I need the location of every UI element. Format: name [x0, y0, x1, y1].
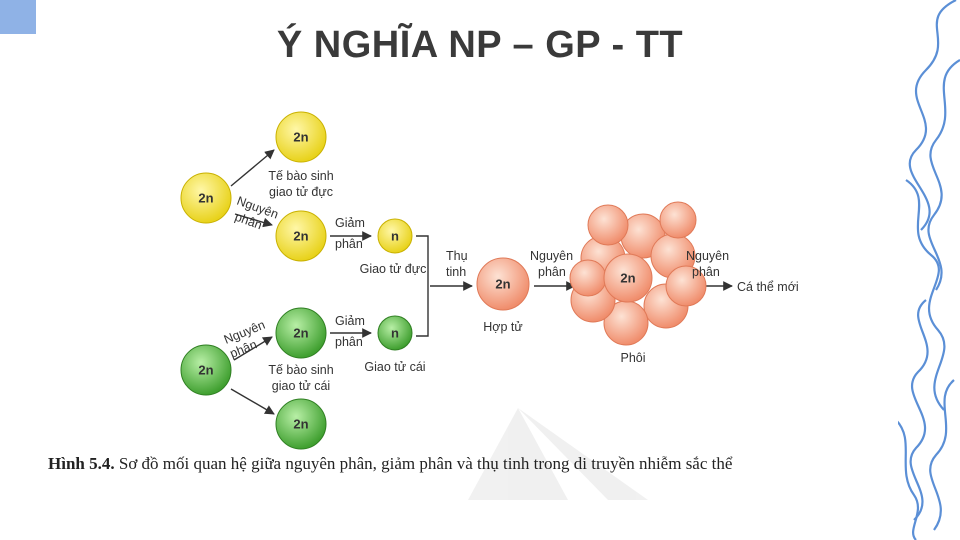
- female-germ-cell: 2n: [275, 307, 327, 359]
- arrow-male-to-mid: [234, 213, 273, 228]
- zygote-cell: 2n: [476, 257, 530, 311]
- svg-text:2n: 2n: [198, 191, 213, 206]
- embryo-cluster: 2n: [569, 201, 707, 346]
- female-germ-cell-label-1: Tế bào sinh: [268, 363, 333, 377]
- fertilization-bracket: [416, 235, 429, 337]
- female-gamete-label: Giao tử cái: [364, 360, 425, 374]
- zygote-mitosis-label-2: phân: [538, 265, 566, 279]
- male-meiosis-label-1: Giảm: [335, 216, 365, 230]
- female-cell-bottom: 2n: [275, 398, 327, 450]
- zygote-label: Hợp tử: [483, 320, 523, 334]
- svg-text:2n: 2n: [495, 277, 510, 292]
- embryo-mitosis-label-1: Nguyên: [686, 249, 729, 263]
- female-meiosis-label-2: phân: [335, 335, 363, 349]
- svg-text:2n: 2n: [293, 130, 308, 145]
- female-cell-parent: 2n: [180, 344, 232, 396]
- male-gamete: n: [377, 218, 413, 254]
- svg-text:2n: 2n: [293, 417, 308, 432]
- embryo-label: Phôi: [620, 351, 645, 365]
- female-gamete: n: [377, 315, 413, 351]
- male-germ-cell-label-2: giao tử đực: [269, 185, 333, 199]
- meiosis-mitosis-diagram: 2n 2n 2n n 2n 2n 2n n: [180, 111, 799, 500]
- male-cell-parent: 2n: [180, 172, 232, 224]
- corner-accent: [0, 0, 36, 34]
- svg-text:2n: 2n: [198, 363, 213, 378]
- arrow-male-to-top: [230, 149, 275, 187]
- arrow-female-to-bottom: [230, 388, 275, 415]
- arrow-female-to-mid: [233, 336, 273, 361]
- male-germ-cell: 2n: [275, 210, 327, 262]
- svg-text:2n: 2n: [293, 229, 308, 244]
- male-germ-cell-label-1: Tế bào sinh: [268, 169, 333, 183]
- figure-panel: 2n 2n 2n n 2n 2n 2n n: [48, 108, 898, 500]
- caption-text: Sơ đồ mối quan hệ giữa nguyên phân, giảm…: [118, 454, 733, 473]
- female-germ-cell-label-2: giao tử cái: [272, 379, 330, 393]
- svg-text:2n: 2n: [293, 326, 308, 341]
- female-meiosis-label-1: Giảm: [335, 314, 365, 328]
- svg-text:n: n: [391, 229, 399, 244]
- svg-text:n: n: [391, 326, 399, 341]
- male-cell-top: 2n: [275, 111, 327, 163]
- watermark-logo: [468, 408, 648, 500]
- embryo-mitosis-label-2: phân: [692, 265, 720, 279]
- slide-title: Ý NGHĨA NP – GP - TT: [276, 24, 684, 66]
- adult-label: Cá thể mới: [737, 280, 799, 294]
- decorative-waves: [896, 0, 960, 540]
- male-gamete-label: Giao tử đực: [360, 262, 427, 276]
- fertilization-label-1: Thụ: [446, 249, 468, 263]
- figure-caption: Hình 5.4. Sơ đồ mối quan hệ giữa nguyên …: [48, 454, 898, 474]
- fertilization-label-2: tinh: [446, 265, 466, 279]
- figure-number: Hình 5.4.: [48, 454, 115, 473]
- svg-text:2n: 2n: [620, 271, 635, 286]
- male-meiosis-label-2: phân: [335, 237, 363, 251]
- zygote-mitosis-label-1: Nguyên: [530, 249, 573, 263]
